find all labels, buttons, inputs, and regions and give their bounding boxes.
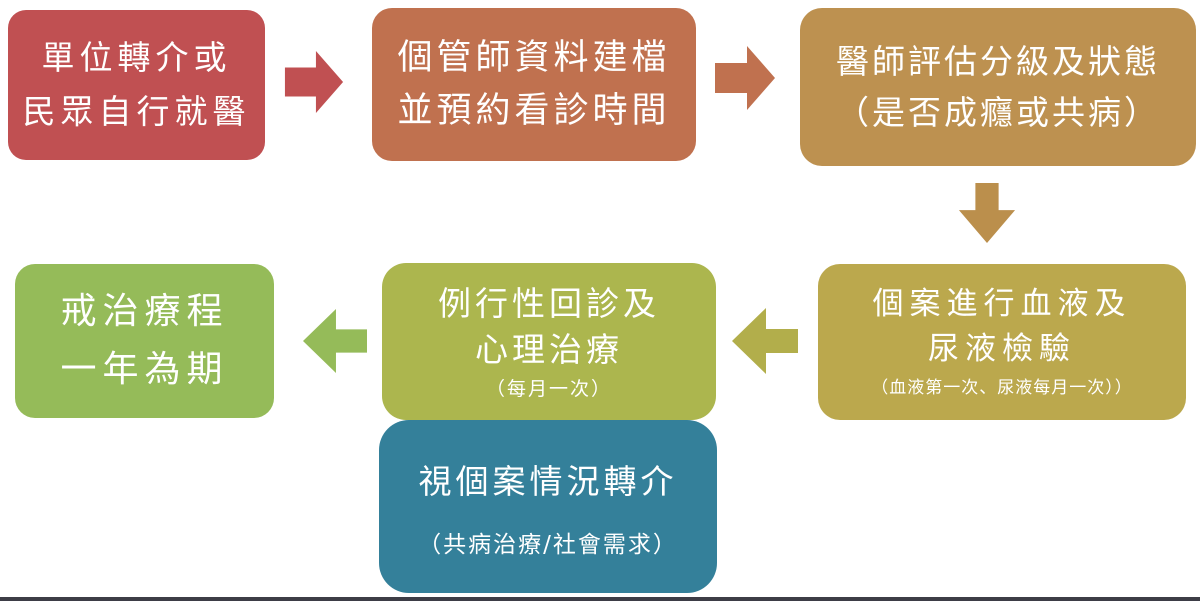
step-note: （每月一次） (485, 377, 612, 400)
step-label-line: 並預約看診時間 (397, 90, 671, 131)
step-label-line: 個案進行血液及 (872, 286, 1132, 323)
step-label-line: 心理治療 (475, 329, 623, 369)
step-doctor-assessment-box: 醫師評估分級及狀態 （是否成癮或共病） (800, 8, 1196, 166)
bottom-divider (0, 597, 1200, 601)
arrow-down-icon (958, 183, 1016, 243)
step-label-line: 一年為期 (60, 349, 229, 390)
arrow-left-icon (732, 308, 798, 374)
step-label-line: 尿液檢驗 (928, 331, 1076, 368)
step-label-line: 視個案情況轉介 (418, 461, 678, 501)
arrow-right-shape (284, 51, 344, 113)
arrow-right-icon (715, 46, 775, 110)
arrow-left-icon (303, 309, 367, 373)
step-label-line: 民眾自行就醫 (22, 92, 251, 131)
step-label-line: （是否成癮或共病） (836, 93, 1160, 132)
step-routine-visits-therapy-box: 例行性回診及 心理治療 （每月一次） (382, 263, 716, 420)
arrow-left-shape (303, 309, 367, 373)
step-note: （血液第一次、尿液每月一次）） (871, 378, 1133, 399)
step-blood-urine-tests-box: 個案進行血液及 尿液檢驗 （血液第一次、尿液每月一次）） (818, 264, 1186, 420)
arrow-left-shape (732, 308, 798, 374)
step-referral-or-self-visit-box: 單位轉介或 民眾自行就醫 (8, 10, 265, 160)
step-label-line: （共病治療/社會需求） (418, 531, 678, 558)
arrow-right-icon (284, 51, 344, 113)
step-case-manager-filing-box: 個管師資料建檔 並預約看診時間 (372, 8, 696, 161)
step-label-line: 醫師評估分級及狀態 (836, 41, 1160, 81)
arrow-down-shape (958, 183, 1016, 243)
step-label-line: 例行性回診及 (438, 283, 660, 323)
step-label-line: 個管師資料建檔 (397, 38, 671, 78)
step-label-line: 單位轉介或 (41, 37, 232, 77)
step-label-line: 戒治療程 (60, 291, 229, 333)
step-treatment-course-box: 戒治療程 一年為期 (15, 264, 274, 418)
step-case-referral-box: 視個案情況轉介 （共病治療/社會需求） (379, 420, 717, 593)
arrow-right-shape (715, 46, 775, 110)
